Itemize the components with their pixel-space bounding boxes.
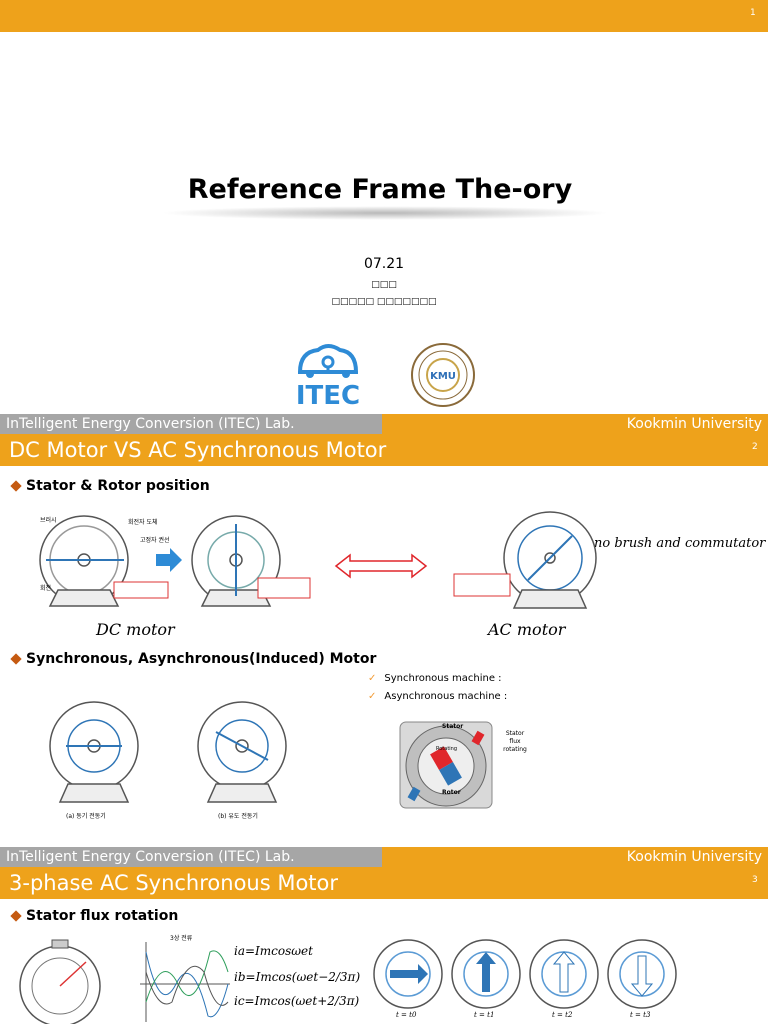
time-label-t1: t = t1 xyxy=(474,1011,495,1019)
slide1-presenter: □□□ xyxy=(371,280,397,290)
title-shadow xyxy=(160,206,610,220)
time-label-t0: t = t0 xyxy=(396,1011,417,1019)
kmu-seal: KMU xyxy=(410,342,476,408)
svg-text:(a) 동기 전동기: (a) 동기 전동기 xyxy=(66,812,106,820)
kmu-logo-text: KMU xyxy=(430,371,456,382)
stator-rotor-figure: Stator Rotor Rotating xyxy=(396,716,530,816)
svg-text:Rotating: Rotating xyxy=(436,746,457,752)
slide1-affiliation: □□□□□ □□□□□□□ xyxy=(331,297,437,307)
equation-ic: ic=Imcos(ωet+2/3π) xyxy=(234,994,360,1008)
slide2-bullet-sync-async: Synchronous, Asynchronous(Induced) Motor xyxy=(10,651,376,667)
svg-text:회전: 회전 xyxy=(40,584,51,592)
svg-text:(b) 유도 전동기: (b) 유도 전동기 xyxy=(218,812,258,820)
svg-text:브러시: 브러시 xyxy=(40,516,57,524)
time-label-t2: t = t2 xyxy=(552,1011,573,1019)
equation-ia: ia=Imcosωet xyxy=(234,944,313,958)
svg-text:Rotor: Rotor xyxy=(442,789,461,796)
dc-motor-caption: DC motor xyxy=(96,620,175,639)
ac-motor-caption: AC motor xyxy=(488,620,566,639)
footer-university: Kookmin University xyxy=(382,847,768,867)
slide1-page-number: 1 xyxy=(750,8,756,18)
svg-text:회전자 도체: 회전자 도체 xyxy=(128,518,158,526)
slide2-bullet-stator-rotor: Stator & Rotor position xyxy=(10,478,210,494)
svg-text:3상 전류: 3상 전류 xyxy=(170,934,193,942)
slide3-bullet-stator-flux: Stator flux rotation xyxy=(10,908,178,924)
slide2-page-number: 2 xyxy=(752,442,758,452)
check-icon: ✓ xyxy=(368,691,377,702)
comparison-arrow-icon xyxy=(334,553,428,579)
ac-motor-figure xyxy=(440,508,624,618)
stator-flux-label: Stator flux rotating xyxy=(503,730,527,753)
itec-logo: ITEC xyxy=(288,342,368,411)
rotating-field-figure xyxy=(372,934,682,1024)
slide1-date: 07.21 xyxy=(363,256,405,272)
footer-lab-name: InTelligent Energy Conversion (ITEC) Lab… xyxy=(0,847,382,867)
slide2-title: DC Motor VS AC Synchronous Motor xyxy=(9,438,387,462)
slide3-page-number: 3 xyxy=(752,875,758,885)
itec-logo-text: ITEC xyxy=(296,381,360,408)
slide3-title-bar xyxy=(0,867,768,899)
sync-async-figure: (a) 동기 전동기 (b) 유도 전동기 xyxy=(36,684,336,822)
check-icon: ✓ xyxy=(368,673,377,684)
three-phase-figure: 3상 전류 xyxy=(10,932,232,1027)
sub-bullet-asynchronous: ✓ Asynchronous machine : xyxy=(368,691,508,702)
footer-lab-name: InTelligent Energy Conversion (ITEC) Lab… xyxy=(0,414,382,434)
ac-motor-note: no brush and commutator xyxy=(594,536,766,551)
svg-text:Stator: Stator xyxy=(442,723,463,730)
diamond-bullet-icon xyxy=(10,910,22,922)
diamond-bullet-icon xyxy=(10,653,22,665)
sub-bullet-synchronous: ✓ Synchronous machine : xyxy=(368,673,502,684)
svg-text:고정자 권선: 고정자 권선 xyxy=(140,536,170,544)
time-label-t3: t = t3 xyxy=(630,1011,651,1019)
footer-university: Kookmin University xyxy=(382,414,768,434)
diamond-bullet-icon xyxy=(10,480,22,492)
slide1-top-bar xyxy=(0,0,768,32)
dc-motor-figure: 브러시 회전자 도체 고정자 권선 회전 xyxy=(36,510,316,618)
equation-ib: ib=Imcos(ωet−2/3π) xyxy=(234,970,361,984)
slide3-title: 3-phase AC Synchronous Motor xyxy=(9,871,339,895)
slide1-title: Reference Frame The-ory xyxy=(187,174,573,205)
slide2-title-bar xyxy=(0,434,768,466)
